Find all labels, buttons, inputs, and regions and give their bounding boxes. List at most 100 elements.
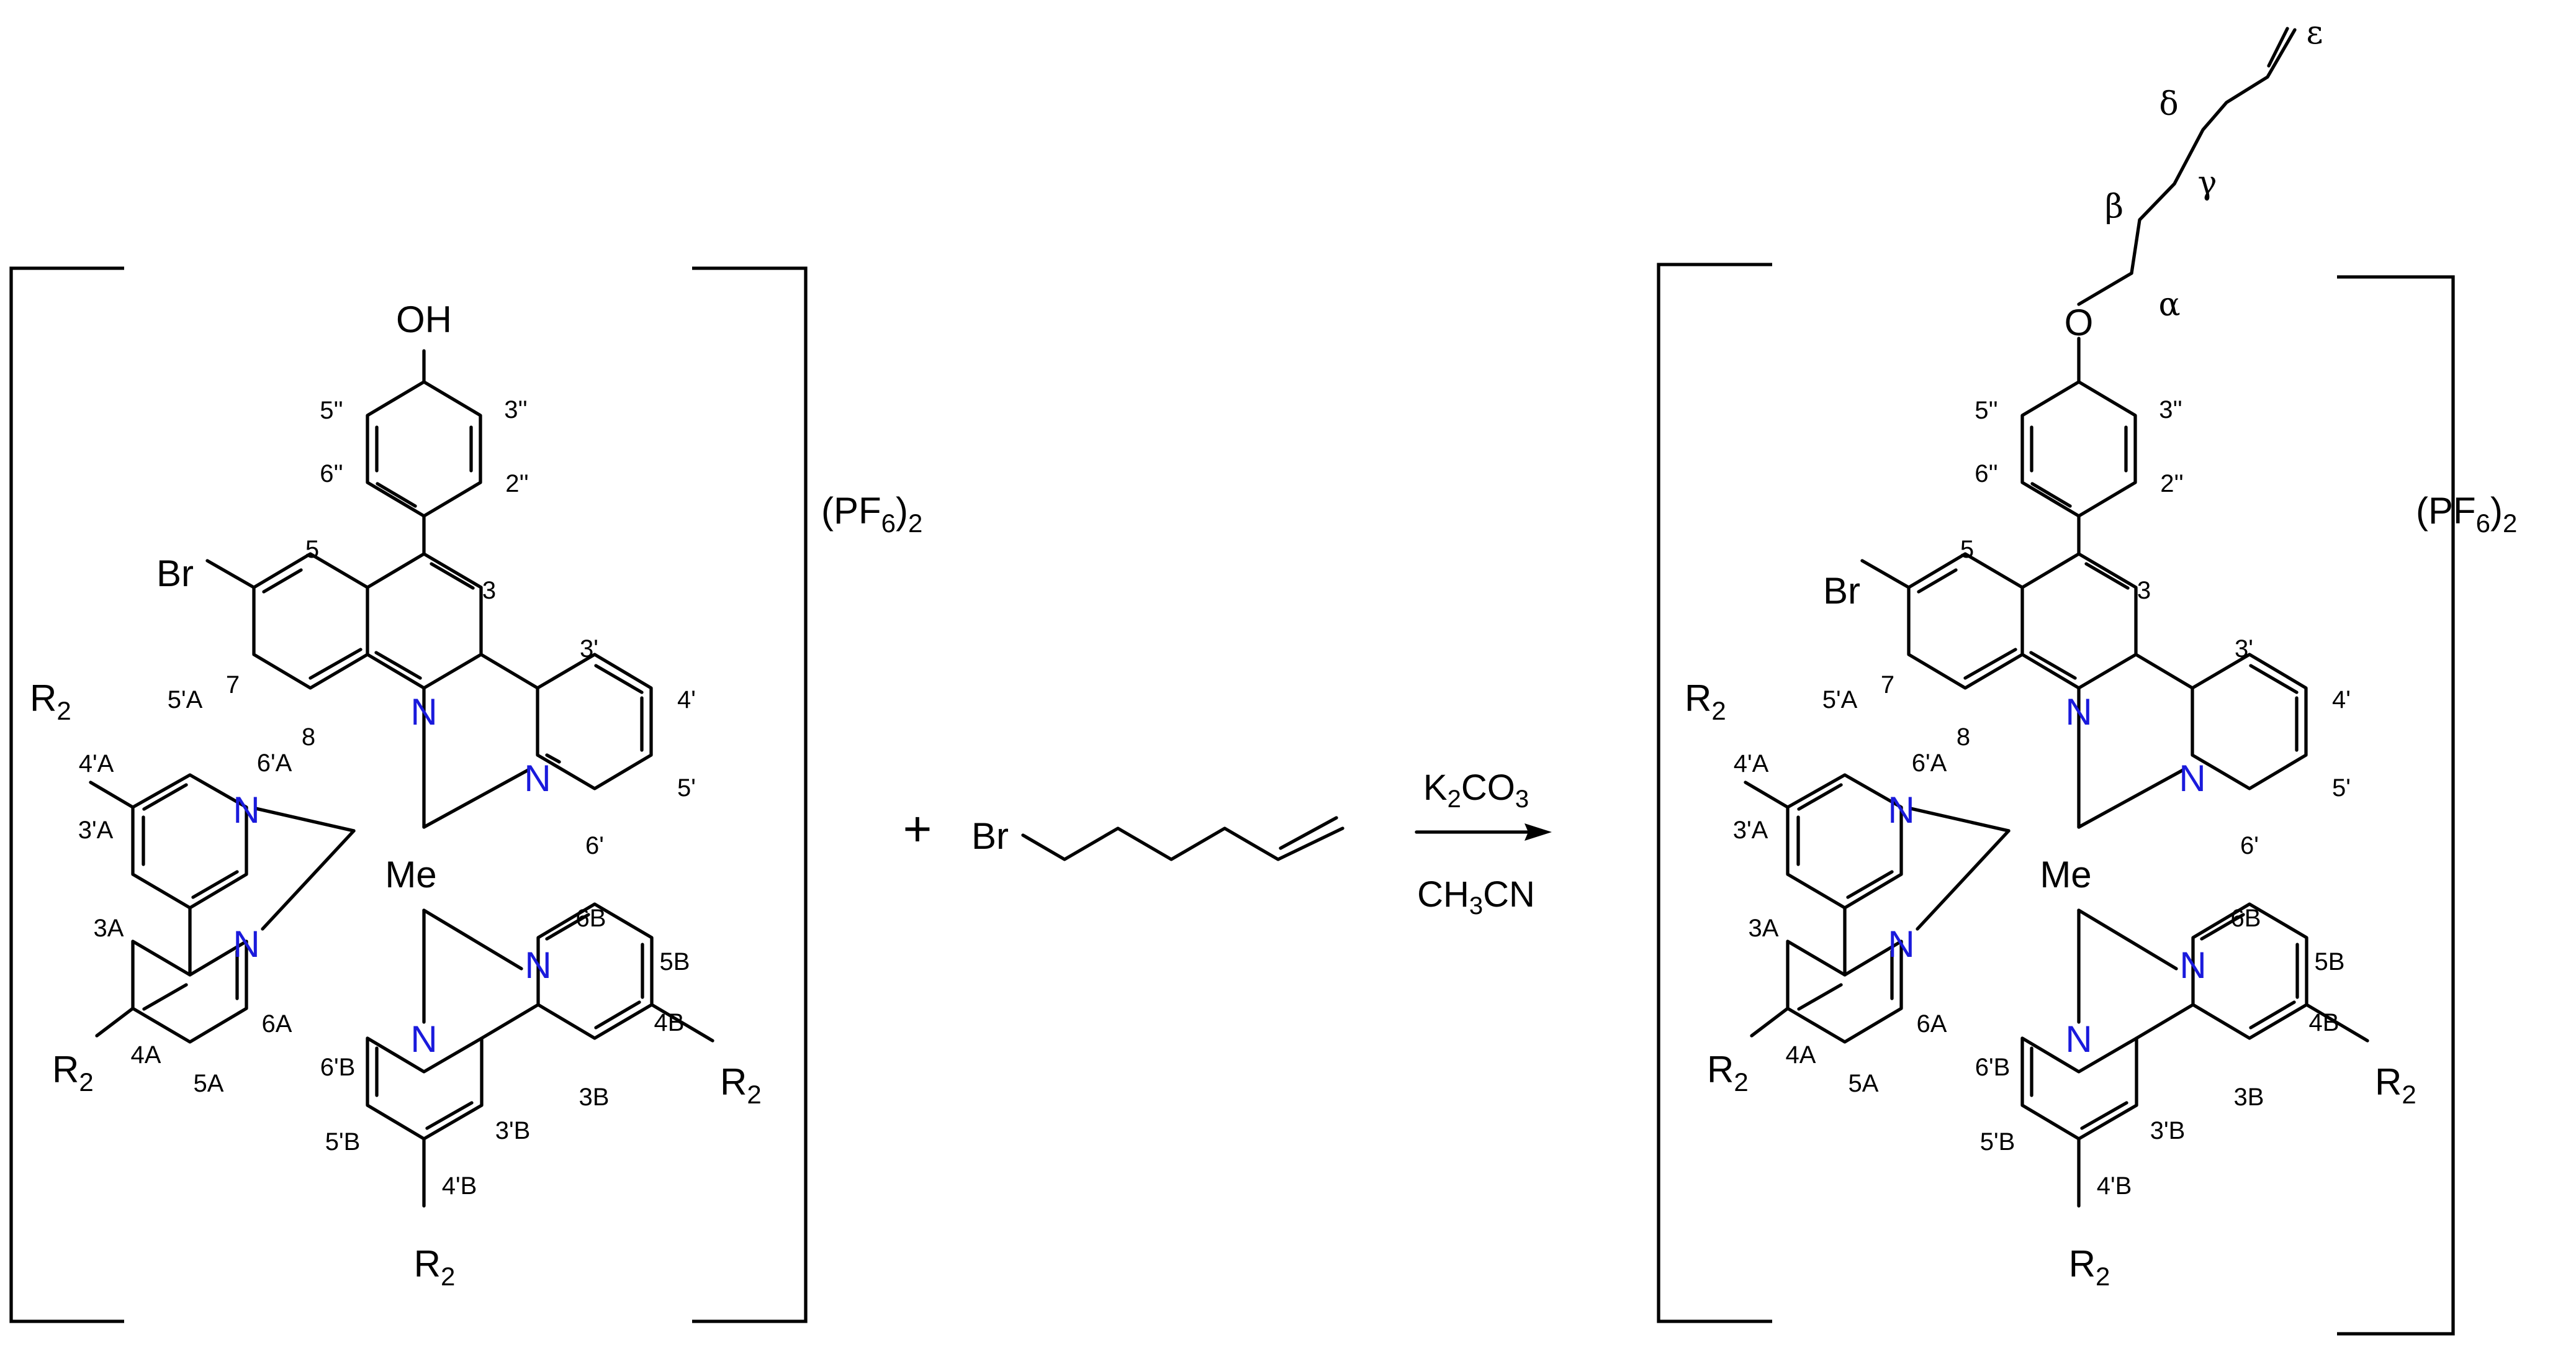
p-pos-6pp: 6'' [1975, 460, 1998, 487]
r2-4b: R2 [720, 1061, 762, 1109]
product-quinolinium-n: N [2065, 691, 2092, 733]
bipy-a-n2-label: N [233, 923, 259, 965]
product-r2-4pa: R2 [1685, 677, 1726, 725]
bromo-label: Br [156, 553, 194, 594]
chain-delta: δ [2159, 86, 2178, 123]
pos-3b: 3B [579, 1084, 610, 1111]
p-pos-6a: 6A [1917, 1010, 1947, 1038]
product-bipy-b-n2: N [2065, 1018, 2092, 1060]
p-pos-4b: 4B [2309, 1009, 2340, 1036]
bipyridine-b [366, 902, 714, 1208]
p-pos-8: 8 [1957, 723, 1970, 751]
arrow-head [1524, 823, 1552, 841]
quinolinium-n-label: N [410, 691, 437, 733]
product-r2-4b: R2 [2375, 1061, 2416, 1109]
pos-4p: 4' [677, 686, 696, 713]
p-pos-3pb: 3'B [2150, 1117, 2186, 1144]
product-bipyridine-b [2020, 902, 2369, 1208]
product-position-labels: 3 5 7 8 2'' 3'' 5'' 6'' 3' 4' 5' 6' 3A 4… [1733, 396, 2351, 1200]
product-atom-labels: O Br N N N N N N Me R2 R2 R2 R2 (PF6)2 α… [1685, 14, 2517, 1291]
base-label: K2CO3 [1423, 767, 1529, 813]
product-pyridyl-ring-prime [2134, 653, 2308, 790]
solvent-label: CH3CN [1417, 874, 1535, 920]
p-pos-4a: 4A [1786, 1041, 1816, 1069]
pos-6a: 6A [262, 1010, 292, 1038]
p-pos-5p: 5' [2332, 774, 2351, 802]
p-pos-3: 3 [2137, 577, 2151, 604]
product-bipyridine-a [1744, 773, 1903, 1044]
reaction-arrow-group: K2CO3 CH3CN [1415, 767, 1552, 920]
product-complex: O Br N N N N N N Me R2 R2 R2 R2 (PF6)2 α… [1657, 14, 2517, 1336]
bipy-a-n1-label: N [233, 789, 259, 831]
product-right-bracket [2337, 275, 2455, 1336]
p-pos-5pb: 5'B [1980, 1128, 2015, 1156]
product-methylene-bridges [1909, 686, 2185, 1024]
p-pos-3b: 3B [2234, 1084, 2264, 1111]
pos-3pa: 3'A [78, 817, 114, 844]
p-pos-3pa: 3'A [1733, 817, 1768, 844]
methyl-label: Me [385, 854, 436, 895]
product-methyl-label: Me [2040, 854, 2091, 895]
pos-8: 8 [302, 723, 315, 751]
bipy-b-n2-label: N [410, 1018, 437, 1060]
quinolinium-core [205, 552, 483, 690]
product-r2-4a: R2 [1707, 1049, 1749, 1097]
p-pos-2pp: 2'' [2160, 470, 2184, 497]
p-pos-6pa: 6'A [1912, 749, 1947, 777]
hydroxyphenyl-ring [366, 349, 482, 556]
p-pos-4pb: 4'B [2097, 1172, 2132, 1200]
chain-gamma: γ [2197, 165, 2217, 202]
reagent-bromo-label: Br [971, 815, 1009, 857]
p-pos-6pb: 6'B [1975, 1054, 2011, 1081]
product-bromo-label: Br [1823, 570, 1860, 612]
bipy-b-n1-label: N [525, 944, 551, 986]
pyridyl-n-label: N [524, 758, 551, 799]
p-pos-5: 5 [1960, 536, 1974, 563]
p-pos-7: 7 [1881, 671, 1894, 699]
product-skeleton [1744, 27, 2369, 1208]
methylene-bridges [254, 686, 530, 1024]
phenylene-ring [2020, 380, 2137, 556]
p-pos-3pp: 3'' [2159, 396, 2182, 423]
pos-2pp: 2'' [505, 470, 529, 497]
pos-5p: 5' [677, 774, 696, 802]
pos-3a: 3A [94, 915, 124, 942]
product-left-bracket [1657, 263, 1772, 1323]
product-quinolinium-core [1860, 552, 2138, 690]
plus-sign: + [903, 801, 932, 856]
bromohexene-reagent: Br [971, 815, 1344, 861]
p-pos-5pa: 5'A [1822, 686, 1858, 713]
pos-5pp: 5'' [320, 397, 343, 424]
bipyridine-a [89, 773, 248, 1044]
hexenyl-chain [2077, 27, 2297, 384]
product-oxygen-label: O [2065, 302, 2094, 343]
pos-5a: 5A [194, 1070, 224, 1097]
product-bipy-a-n1: N [1888, 789, 1914, 831]
reactant-left-bracket [9, 266, 124, 1323]
p-pos-3a: 3A [1749, 915, 1779, 942]
pyridyl-ring-prime [479, 653, 653, 790]
p-pos-5a: 5A [1849, 1070, 1879, 1097]
pos-3pb: 3'B [495, 1117, 531, 1144]
reactant-right-bracket [692, 266, 808, 1323]
reactant-complex: OH Br N N N N N N Me R2 R2 R2 R2 (PF6)2 … [9, 266, 922, 1323]
p-pos-4pa: 4'A [1734, 750, 1769, 777]
pos-6p: 6' [585, 832, 604, 859]
p-pos-5b: 5B [2315, 948, 2345, 975]
p-pos-4p: 4' [2332, 686, 2351, 713]
reactant-skeleton [89, 349, 714, 1208]
r2-4a: R2 [52, 1049, 94, 1097]
p-pos-3p: 3' [2235, 635, 2253, 663]
pos-5b: 5B [660, 948, 690, 975]
p-pos-5pp: 5'' [1975, 397, 1998, 424]
product-bipy-a-n2: N [1888, 923, 1914, 965]
pos-4pb: 4'B [442, 1172, 477, 1200]
product-r2-4pb: R2 [2069, 1243, 2110, 1291]
reactant-position-labels: 3 5 7 8 2'' 3'' 5'' 6'' 3' 4' 5' 6' 3A 4… [78, 396, 696, 1200]
pos-6pb: 6'B [320, 1054, 356, 1081]
pos-7: 7 [226, 671, 240, 699]
chain-beta: β [2105, 188, 2123, 225]
pos-4a: 4A [131, 1041, 161, 1069]
pos-6pp: 6'' [320, 460, 343, 487]
